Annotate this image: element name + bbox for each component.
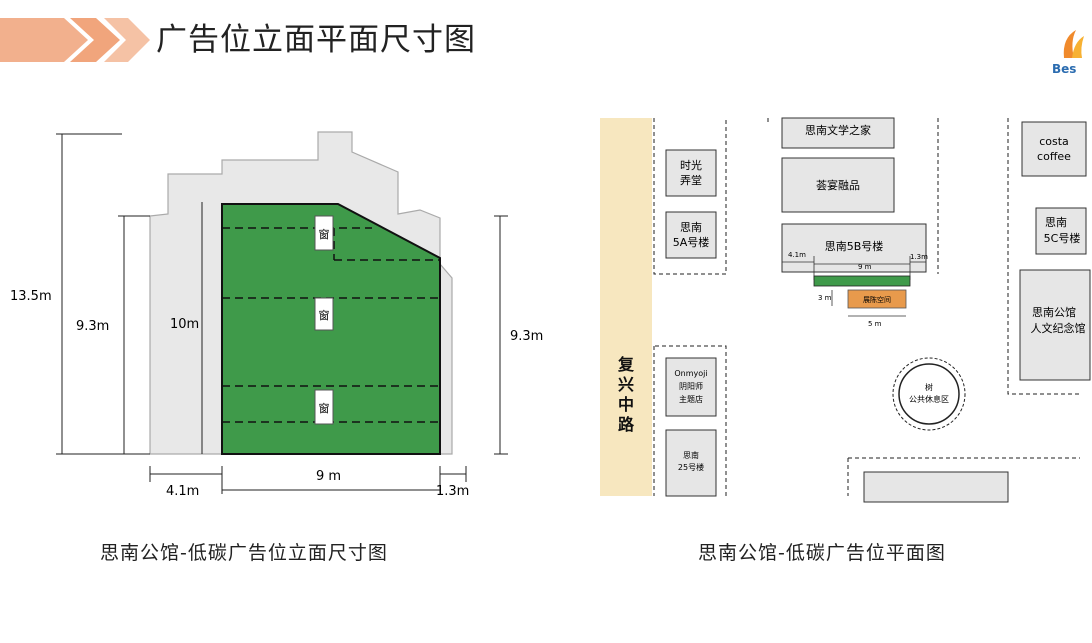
svg-text:25号楼: 25号楼: [678, 462, 704, 472]
window-2: 窗: [314, 297, 334, 331]
svg-text:思南: 思南: [680, 221, 702, 234]
display-space: 展陈空间: [847, 289, 907, 309]
svg-text:复兴中路: 复兴中路: [617, 355, 635, 434]
building-literature-house: 思南文学之家: [781, 117, 895, 149]
plan-dim-left: 4.1m: [788, 251, 806, 259]
dim-label-inner-height: 10m: [170, 317, 199, 332]
svg-text:人文纪念馆: 人文纪念馆: [1031, 321, 1086, 335]
plan-dim-depth: 3 m: [818, 294, 832, 302]
logo-icon: [1063, 30, 1084, 58]
tree-rest-area: 树 公共休息区: [892, 357, 966, 431]
plan-dim-right: 1.3m: [910, 253, 928, 261]
svg-text:窗: 窗: [319, 401, 330, 415]
building-bottom-block: [863, 471, 1009, 503]
dim-label-right-height: 9.3m: [510, 329, 543, 344]
page-title: 广告位立面平面尺寸图: [156, 22, 476, 58]
window-1: 窗: [314, 215, 334, 251]
building-sinan-5b: 思南5B号楼: [781, 223, 927, 273]
building-memorial-hall: 思南公馆 人文纪念馆: [1019, 269, 1091, 381]
svg-text:思南: 思南: [1045, 216, 1067, 229]
svg-text:思南文学之家: 思南文学之家: [805, 123, 871, 137]
ad-panel-green-plan: [813, 275, 911, 287]
title-chevrons-decoration: [0, 18, 150, 62]
road-fuxing: [600, 118, 652, 496]
building-huiyan: 荟宴融品: [781, 157, 895, 213]
dim-label-width: 9 m: [316, 469, 341, 484]
svg-text:展陈空间: 展陈空间: [863, 295, 891, 304]
elevation-caption: 思南公馆-低碳广告位立面尺寸图: [100, 542, 388, 564]
svg-text:costa: costa: [1039, 135, 1069, 148]
elevation-diagram: 窗 窗 窗 13.5m 9.3m 10m 9.3m 9 m 4.1m 1.3: [10, 131, 543, 499]
svg-text:荟宴融品: 荟宴融品: [816, 178, 860, 192]
svg-text:5C号楼: 5C号楼: [1044, 231, 1081, 245]
svg-text:思南: 思南: [683, 450, 699, 460]
building-onmyoji: Onmyoji 阴阳师 主题店: [665, 357, 717, 417]
svg-text:弄堂: 弄堂: [680, 174, 702, 187]
plan-diagram: 复兴中路 时光 弄堂 思南 5A号楼 Onmyoji 阴阳师 主题店 思南 25…: [600, 117, 1091, 503]
svg-text:Onmyoji: Onmyoji: [674, 369, 707, 378]
building-shiguang: 时光 弄堂: [665, 149, 717, 197]
plan-caption: 思南公馆-低碳广告位平面图: [698, 542, 946, 564]
building-costa-coffee: costa coffee: [1021, 121, 1087, 177]
road-label: 复兴中路: [617, 355, 635, 434]
svg-text:时光: 时光: [680, 158, 702, 172]
building-sinan-5c: 思南 5C号楼: [1035, 207, 1087, 255]
svg-text:思南公馆: 思南公馆: [1032, 305, 1076, 319]
svg-text:5A号楼: 5A号楼: [673, 235, 710, 249]
svg-text:树: 树: [925, 382, 933, 392]
svg-text:思南5B号楼: 思南5B号楼: [825, 239, 884, 253]
window-3: 窗: [314, 389, 334, 425]
svg-text:窗: 窗: [319, 308, 330, 322]
svg-text:窗: 窗: [319, 227, 330, 241]
svg-text:coffee: coffee: [1037, 150, 1071, 163]
dim-label-right-offset: 1.3m: [436, 484, 469, 499]
svg-text:阴阳师: 阴阳师: [679, 381, 703, 391]
dim-label-left-offset: 4.1m: [166, 484, 199, 499]
svg-text:主题店: 主题店: [679, 394, 703, 404]
dim-label-total-height: 13.5m: [10, 289, 52, 304]
brand-logo-text: Bes: [1052, 62, 1077, 76]
building-sinan-25: 思南 25号楼: [665, 429, 717, 497]
svg-text:公共休息区: 公共休息区: [909, 394, 949, 404]
dim-label-left-height: 9.3m: [76, 319, 109, 334]
plan-dim-width: 9 m: [858, 263, 872, 271]
plan-dim-display-width: 5 m: [868, 320, 882, 328]
building-sinan-5a: 思南 5A号楼: [665, 211, 717, 259]
